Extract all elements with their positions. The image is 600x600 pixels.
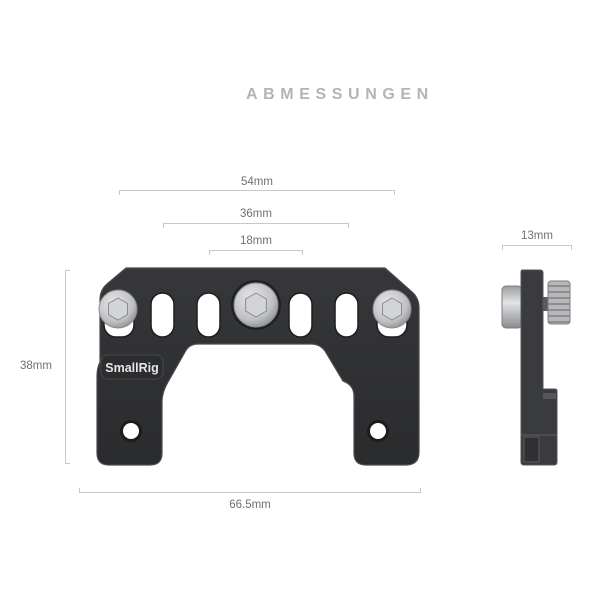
dim-bracket-54mm (119, 190, 395, 195)
page-title: ABMESSUNGEN (246, 86, 434, 103)
dim-label-13mm: 13mm (521, 230, 553, 242)
dim-label-54mm: 54mm (241, 176, 273, 188)
dim-label-36mm: 36mm (240, 208, 272, 220)
dim-bracket-13mm (502, 245, 572, 250)
svg-text:SmallRig: SmallRig (105, 361, 159, 375)
dim-label-66-5mm: 66.5mm (229, 499, 271, 511)
dim-bracket-38mm (65, 270, 70, 464)
dim-bracket-36mm (163, 223, 349, 228)
dim-label-38mm: 38mm (20, 360, 52, 372)
dim-label-18mm: 18mm (240, 235, 272, 247)
dim-bracket-18mm (209, 250, 303, 255)
dim-bracket-66-5mm (79, 488, 421, 493)
